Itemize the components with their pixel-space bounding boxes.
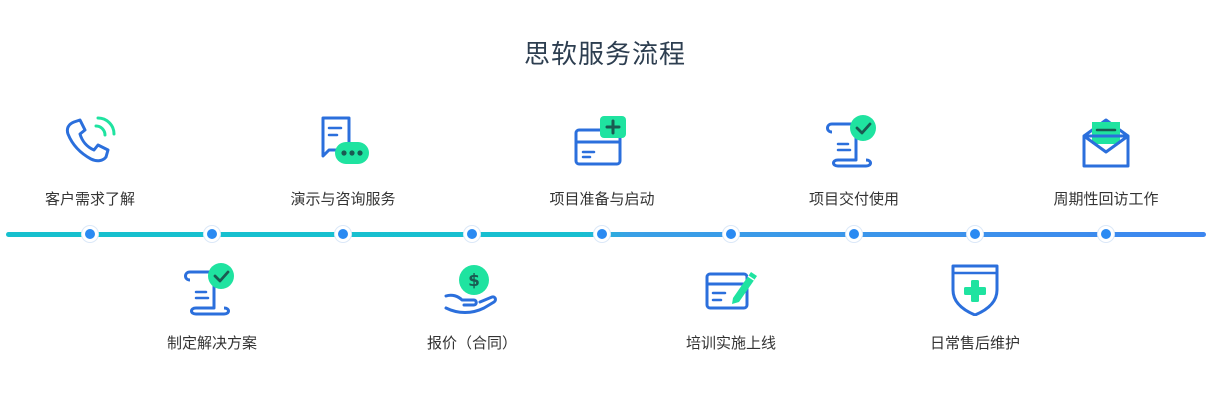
- timeline-node: [82, 226, 98, 242]
- chat-bubble-icon: [321, 116, 369, 164]
- step-customer-needs: 客户需求了解: [10, 114, 170, 209]
- timeline-node: [335, 226, 351, 242]
- card-plus-icon: [574, 116, 626, 166]
- step-after-sales: 日常售后维护: [895, 262, 1055, 353]
- timeline-node: [723, 226, 739, 242]
- svg-text:$: $: [468, 271, 480, 291]
- timeline-node: [967, 226, 983, 242]
- step-periodic-visit: 周期性回访工作: [1026, 114, 1186, 209]
- step-project-kickoff: 项目准备与启动: [522, 114, 682, 209]
- timeline-node: [1098, 226, 1114, 242]
- step-training-launch: 培训实施上线: [651, 262, 811, 353]
- step-label: 制定解决方案: [166, 334, 257, 352]
- scroll-check-icon: [184, 263, 234, 316]
- shield-plus-icon: [951, 264, 999, 316]
- scroll-check-icon: [826, 115, 876, 168]
- step-label: 报价（合同）: [426, 334, 517, 352]
- step-label: 客户需求了解: [44, 190, 135, 208]
- step-label: 培训实施上线: [685, 334, 776, 352]
- step-label: 周期性回访工作: [1053, 190, 1159, 208]
- page-title: 思软服务流程: [523, 40, 686, 70]
- timeline-node: [464, 226, 480, 242]
- step-demo-consulting: 演示与咨询服务: [263, 114, 423, 209]
- step-quotation: $ 报价（合同）: [392, 262, 552, 353]
- form-pencil-icon: [705, 272, 757, 310]
- envelope-icon: [1082, 118, 1130, 168]
- step-solution-plan: 制定解决方案: [132, 262, 292, 353]
- timeline-node: [846, 226, 862, 242]
- step-label: 演示与咨询服务: [290, 190, 396, 208]
- step-label: 日常售后维护: [929, 334, 1020, 352]
- timeline-node: [594, 226, 610, 242]
- phone-icon: [65, 116, 116, 163]
- hand-coin-icon: $: [444, 265, 497, 314]
- step-project-delivery: 项目交付使用: [774, 114, 934, 209]
- step-label: 项目准备与启动: [549, 190, 655, 208]
- timeline-node: [204, 226, 220, 242]
- step-label: 项目交付使用: [808, 190, 899, 208]
